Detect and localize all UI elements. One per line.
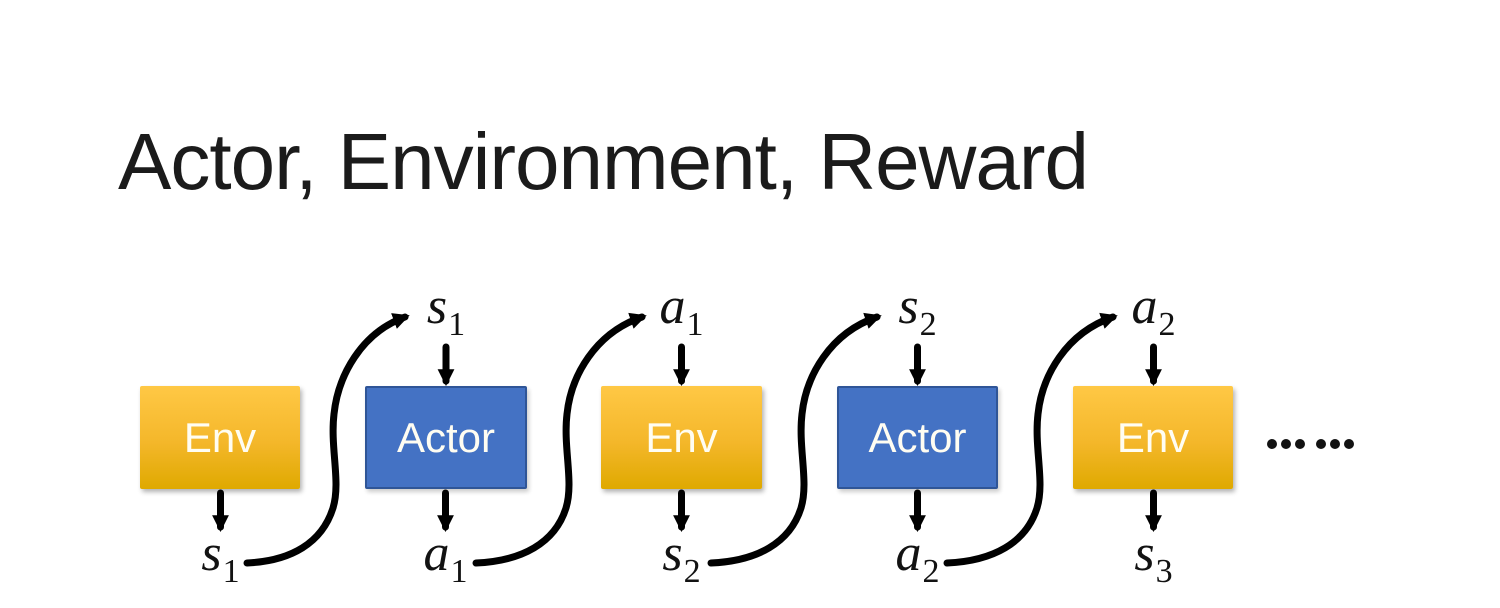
bottom-label-s3: s3 <box>1134 525 1173 590</box>
bottom-output-arrows <box>212 489 1162 533</box>
top-label-a1: a1 <box>659 278 704 343</box>
ellipsis-dot-icon <box>1281 439 1291 449</box>
actor-box-1: Actor <box>365 386 527 489</box>
slide-title: Actor, Environment, Reward <box>118 117 1089 206</box>
env-box-2: Env <box>601 386 762 489</box>
ellipsis-dot-icon <box>1295 439 1305 449</box>
bottom-label-a1: a1 <box>423 525 468 590</box>
env-box-1-label: Env <box>183 413 257 461</box>
bottom-label-s1: s1 <box>201 525 240 590</box>
continuation-ellipsis <box>1267 439 1354 449</box>
ellipsis-dot-icon <box>1344 439 1354 449</box>
actor-box-2: Actor <box>837 386 998 489</box>
env-box-3: Env <box>1073 386 1233 489</box>
ellipsis-dot-icon <box>1316 439 1326 449</box>
bottom-label-a2: a2 <box>895 525 940 590</box>
ellipsis-dot-icon <box>1330 439 1340 449</box>
env-box-3-label: Env <box>1116 413 1190 461</box>
ellipsis-dot-icon <box>1267 439 1277 449</box>
env-box-1: Env <box>140 386 300 489</box>
bottom-label-s2: s2 <box>662 525 701 590</box>
top-label-a2: a2 <box>1131 278 1176 343</box>
top-label-s1: s1 <box>426 278 466 343</box>
top-label-s2: s2 <box>898 278 937 343</box>
actor-box-2-label: Actor <box>868 413 967 461</box>
actor-box-1-label: Actor <box>396 413 496 461</box>
env-box-2-label: Env <box>645 413 718 461</box>
top-input-arrows <box>437 343 1162 387</box>
